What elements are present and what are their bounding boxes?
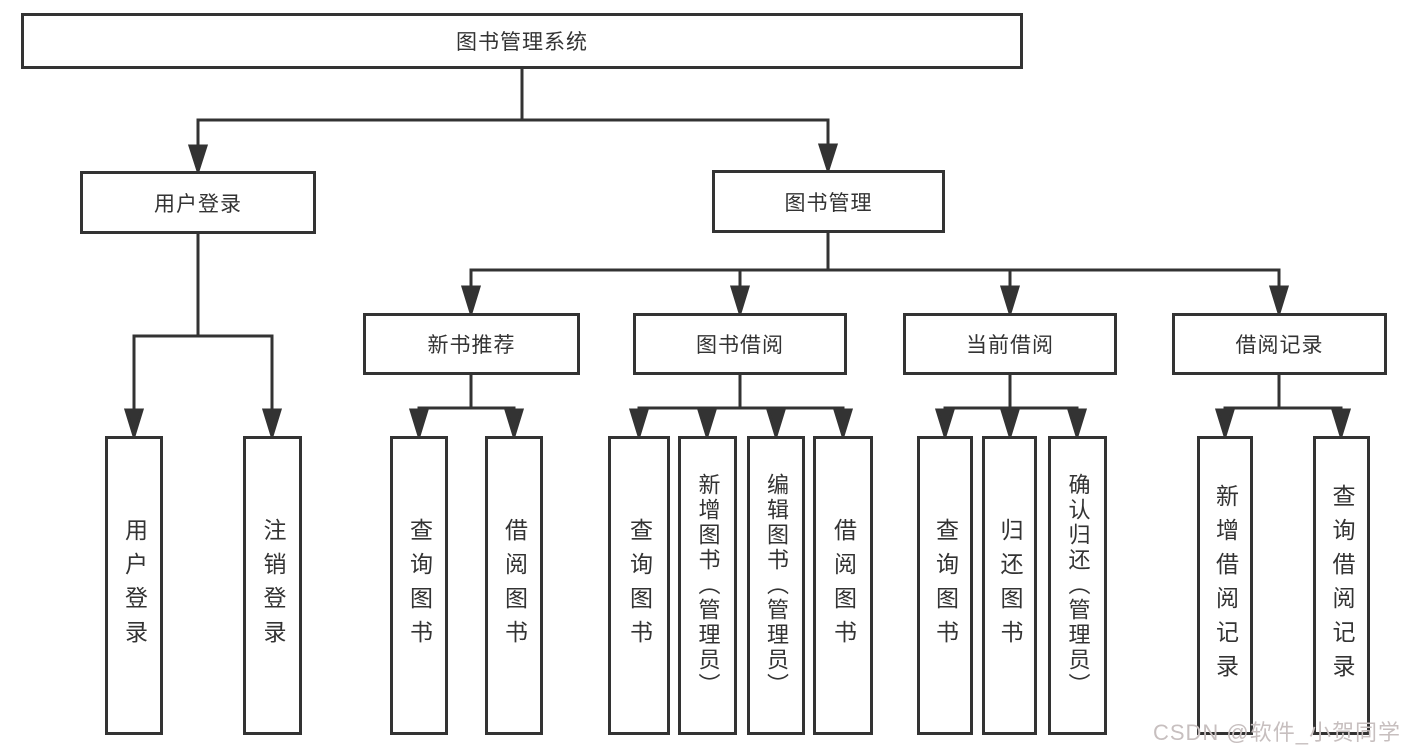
leaf-newbook-borrow-books: 借阅图书 bbox=[485, 436, 543, 735]
leaf-borrow-query-books-label: 查询图书 bbox=[626, 517, 653, 654]
node-new-book-recommend-label: 新书推荐 bbox=[427, 334, 516, 357]
leaf-newbook-query-books-label: 查询图书 bbox=[406, 517, 433, 654]
leaf-user-login: 用户登录 bbox=[105, 436, 163, 735]
node-current-borrow-label: 当前借阅 bbox=[966, 334, 1054, 357]
node-root-label: 图书管理系统 bbox=[456, 31, 588, 54]
node-root: 图书管理系统 bbox=[21, 13, 1023, 69]
leaf-records-query-record: 查询借阅记录 bbox=[1313, 436, 1370, 735]
leaf-borrow-query-books: 查询图书 bbox=[608, 436, 670, 735]
node-user-login-label: 用户登录 bbox=[154, 192, 242, 216]
leaf-current-query-books-label: 查询图书 bbox=[932, 517, 959, 654]
leaf-current-return-books: 归还图书 bbox=[982, 436, 1037, 735]
node-user-login: 用户登录 bbox=[80, 171, 316, 234]
leaf-current-confirm-return-admin-label: 确认归还（管理员） bbox=[1065, 473, 1091, 698]
leaf-borrow-edit-books-admin: 编辑图书（管理员） bbox=[747, 436, 805, 735]
connector-newbooks-to-leaves bbox=[408, 375, 525, 442]
node-book-borrow: 图书借阅 bbox=[633, 313, 847, 375]
leaf-records-add-record-label: 新增借阅记录 bbox=[1212, 483, 1239, 688]
node-borrow-records-label: 借阅记录 bbox=[1235, 334, 1324, 357]
connector-root-to-level2 bbox=[187, 69, 839, 176]
connector-bookborrow-to-leaves bbox=[628, 375, 854, 442]
leaf-logout: 注销登录 bbox=[243, 436, 302, 735]
leaf-borrow-add-books-admin-label: 新增图书（管理员） bbox=[695, 473, 721, 698]
leaf-records-query-record-label: 查询借阅记录 bbox=[1329, 483, 1355, 688]
node-book-management-label: 图书管理 bbox=[784, 191, 873, 215]
leaf-newbook-query-books: 查询图书 bbox=[390, 436, 448, 735]
node-book-management: 图书管理 bbox=[712, 170, 945, 233]
connector-records-to-leaves bbox=[1214, 375, 1352, 442]
leaf-newbook-borrow-books-label: 借阅图书 bbox=[501, 517, 528, 654]
csdn-watermark: CSDN @软件_小贺同学 bbox=[1152, 720, 1401, 745]
connector-currentborrow-to-leaves bbox=[934, 375, 1088, 442]
leaf-current-confirm-return-admin: 确认归还（管理员） bbox=[1048, 436, 1107, 735]
leaf-borrow-borrow-books: 借阅图书 bbox=[813, 436, 873, 735]
leaf-user-login-label: 用户登录 bbox=[121, 517, 148, 654]
leaf-borrow-add-books-admin: 新增图书（管理员） bbox=[678, 436, 737, 735]
node-current-borrow: 当前借阅 bbox=[903, 313, 1117, 375]
leaf-logout-label: 注销登录 bbox=[260, 517, 286, 654]
node-borrow-records: 借阅记录 bbox=[1172, 313, 1387, 375]
node-book-borrow-label: 图书借阅 bbox=[696, 334, 784, 357]
leaf-current-query-books: 查询图书 bbox=[917, 436, 973, 735]
leaf-borrow-edit-books-admin-label: 编辑图书（管理员） bbox=[764, 473, 789, 698]
leaf-current-return-books-label: 归还图书 bbox=[997, 517, 1023, 654]
node-new-book-recommend: 新书推荐 bbox=[363, 313, 580, 375]
leaf-borrow-borrow-books-label: 借阅图书 bbox=[830, 517, 857, 654]
leaf-records-add-record: 新增借阅记录 bbox=[1197, 436, 1253, 735]
connector-login-to-leaves bbox=[123, 234, 283, 442]
connector-mgmt-to-level3 bbox=[460, 233, 1290, 319]
